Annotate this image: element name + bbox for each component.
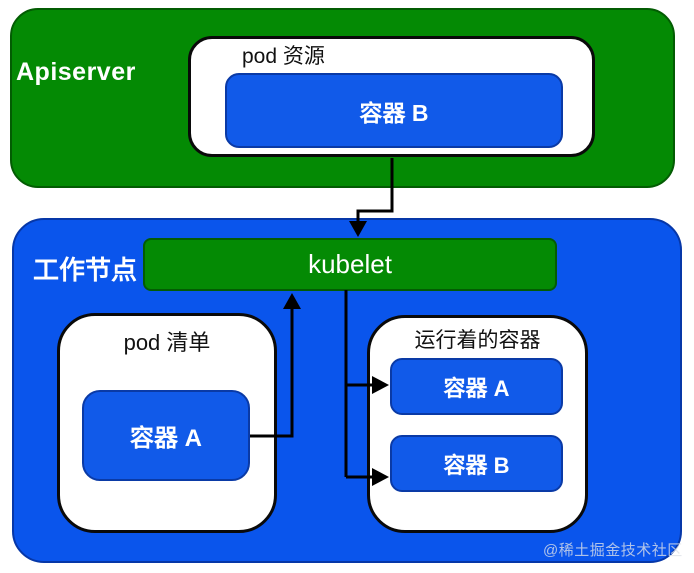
- container-a-in-pod-manifest: 容器 A: [82, 390, 250, 481]
- container-b-running: 容器 B: [390, 435, 563, 492]
- container-b-in-pod-resource: 容器 B: [225, 73, 563, 148]
- pod-manifest-label: pod 清单: [123, 330, 211, 355]
- container-a-running: 容器 A: [390, 358, 563, 415]
- running-containers-label: 运行着的容器: [414, 329, 541, 352]
- running-containers-box: [367, 315, 588, 533]
- apiserver-label: Apiserver: [16, 58, 136, 86]
- worker-node-label: 工作节点: [33, 255, 138, 285]
- kubelet-box: kubelet: [143, 238, 557, 291]
- pod-resource-label: pod 资源: [242, 45, 325, 68]
- watermark: @稀土掘金技术社区: [543, 542, 683, 559]
